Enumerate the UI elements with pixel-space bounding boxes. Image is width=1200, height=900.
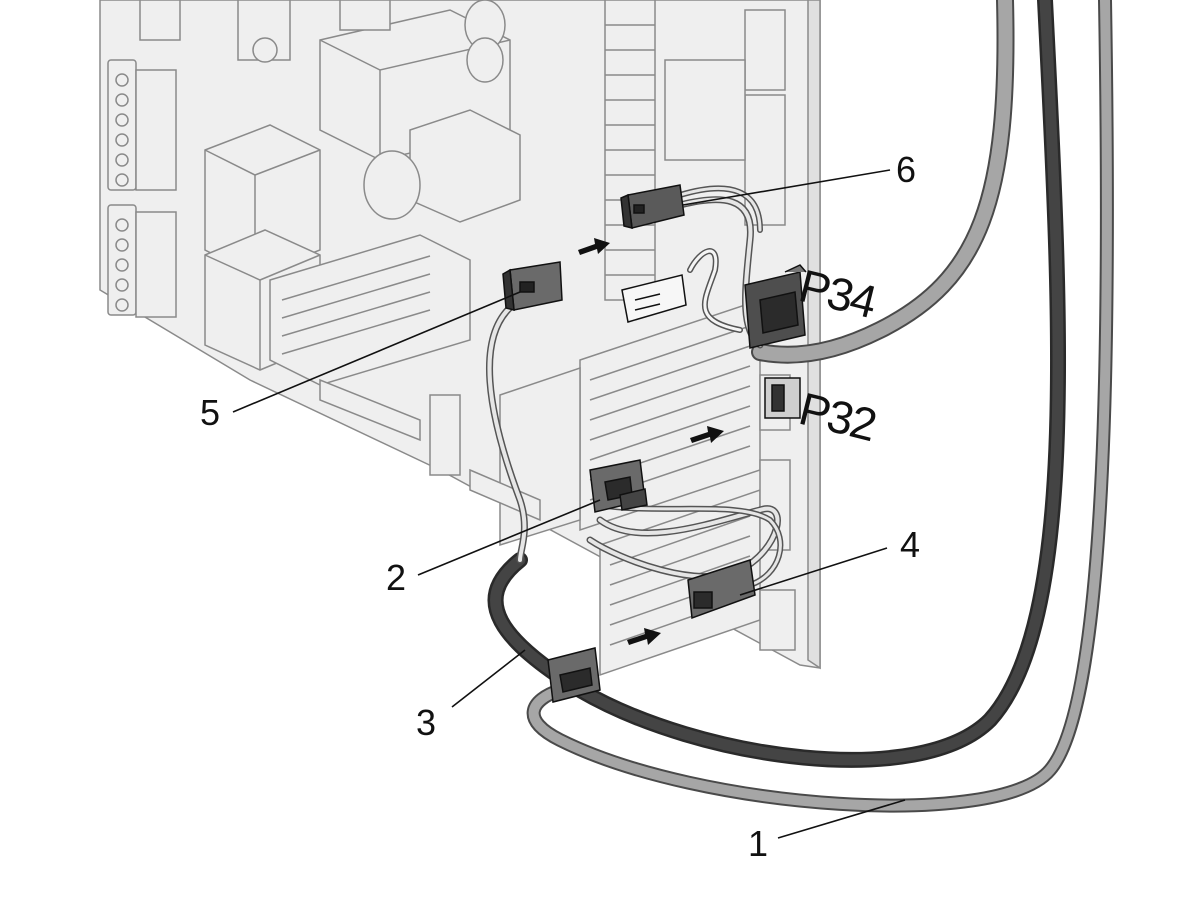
callout-4: 4	[900, 524, 921, 565]
leader-4	[739, 547, 888, 596]
arrow-right-icon	[690, 426, 724, 443]
leader-3	[451, 649, 526, 708]
connector-6	[620, 184, 685, 229]
leader-lines	[232, 169, 906, 839]
connector-4	[687, 559, 756, 620]
connector-p34	[744, 264, 807, 349]
connector-2	[589, 459, 648, 513]
callout-1: 1	[748, 823, 769, 864]
cables	[486, 0, 1114, 813]
terminal-blocks-left	[107, 0, 181, 318]
callout-6: 6	[896, 149, 917, 190]
callout-5: 5	[200, 392, 221, 433]
arrow-right-icon	[627, 628, 661, 645]
connectors	[502, 184, 807, 703]
capacitors	[252, 0, 506, 220]
connector-3	[547, 647, 601, 703]
leader-2	[417, 499, 601, 576]
connector-white	[621, 274, 687, 323]
board-edge	[807, 0, 821, 670]
leader-6	[682, 169, 891, 206]
arrow-right-icon	[578, 238, 610, 255]
callout-3: 3	[416, 702, 437, 743]
relay-blocks	[204, 0, 521, 371]
insertion-arrows	[578, 238, 724, 645]
callout-2: 2	[386, 557, 407, 598]
connector-5	[502, 261, 563, 311]
leader-1	[777, 799, 906, 839]
socket-p32	[764, 377, 801, 419]
leader-5	[232, 291, 521, 413]
